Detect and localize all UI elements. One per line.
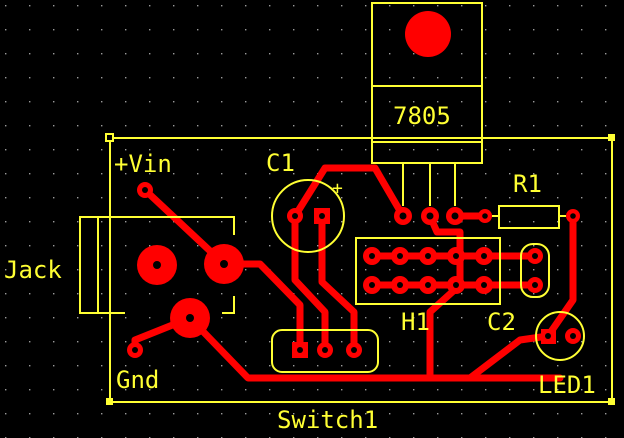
label-c1: C1 [266,149,295,177]
c2-outline [520,243,550,298]
led1-outline [535,311,585,361]
label-vin: +Vin [114,150,172,178]
label-r1: R1 [513,170,542,198]
header-h1-outline [355,237,501,305]
header-h1-pads [363,247,493,294]
silkscreen-outlines [79,2,615,405]
switch1-outline [271,329,379,373]
label-c1-plus: + [332,178,343,199]
trace-led-gnd [466,332,552,382]
label-switch1: Switch1 [277,406,378,434]
board-outline [109,137,613,403]
label-jack: Jack [4,256,62,284]
label-led1: LED1 [538,371,596,399]
label-gnd: Gnd [116,366,159,394]
label-regulator: 7805 [393,102,451,130]
trace-r1-led [544,212,577,340]
regulator-tab-pad [405,11,451,57]
label-c2: C2 [487,308,516,336]
trace-c1-plus [291,164,407,220]
trace-header-gnd [426,281,464,382]
c1-outline [271,179,345,253]
label-h1: H1 [401,308,430,336]
regulator-outline [371,2,483,164]
copper-pads [127,11,581,358]
